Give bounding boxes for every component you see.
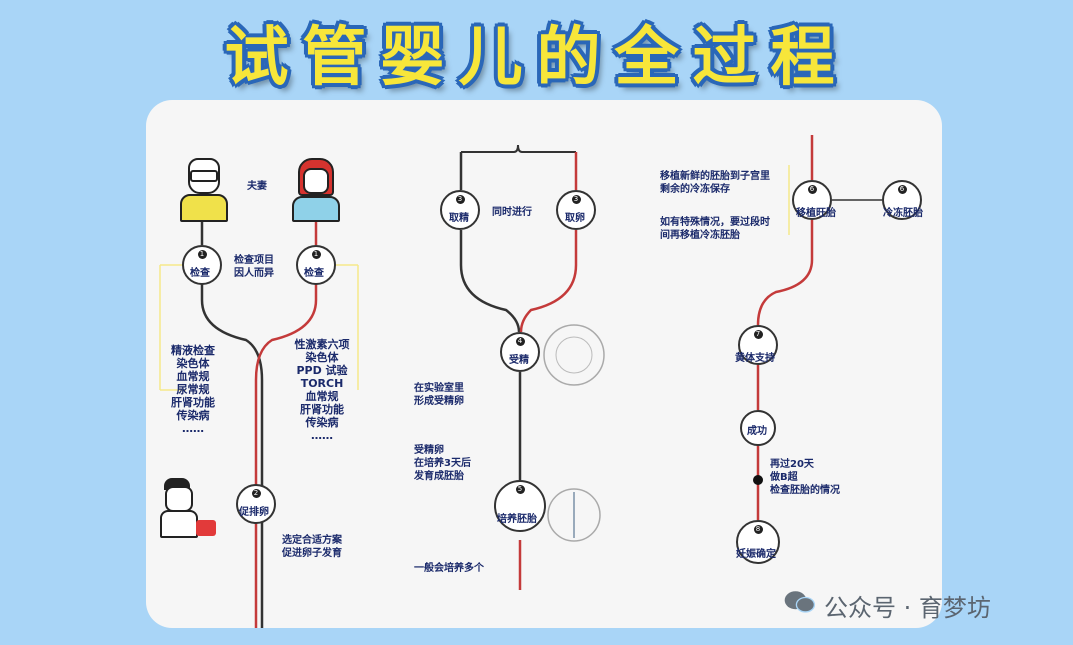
node-freeze: 6: [882, 180, 922, 220]
node-sperm: 3: [440, 190, 480, 230]
lab-text: 在实验室里 形成受精卵: [414, 383, 464, 407]
bscan-text: 再过20天 做B超 检查胚胎的情况: [770, 459, 840, 496]
node-freeze-label: 冷冻胚胎: [883, 208, 923, 219]
simultaneous-text: 同时进行: [492, 207, 532, 218]
node-luteal-label: 黄体支持: [735, 353, 775, 364]
medical-kit-icon: [196, 520, 216, 536]
process-card: 夫妻 1 检查 1 检查 检查项目 因人而异 精液检查 染色体 血常规 尿常规 …: [146, 100, 942, 628]
node-transfer-label: 移植旺胎: [796, 208, 836, 219]
node-egg: 3: [556, 190, 596, 230]
flow-lines: [159, 135, 882, 628]
node-transfer: 6: [792, 180, 832, 220]
node-check-male: 1: [182, 245, 222, 285]
node-success-label: 成功: [747, 426, 767, 437]
node-fertilize-label: 受精: [509, 355, 529, 366]
wechat-icon: [784, 591, 816, 613]
node-egg-label: 取卵: [565, 213, 585, 224]
page-title: 试管婴儿的全过程: [224, 21, 849, 95]
node-sperm-label: 取精: [449, 213, 469, 224]
node-pregnancy: 8: [736, 520, 780, 564]
node-success: [740, 410, 776, 446]
couple-label: 夫妻: [247, 181, 267, 192]
node-fertilize: 4: [500, 332, 540, 372]
node-luteal: 7: [738, 325, 778, 365]
special-text: 如有特殊情况，要过段时 间再移植冷冻胚胎: [660, 217, 770, 241]
node-culture-label: 培养胚胎: [497, 514, 537, 525]
node-check-female: 1: [296, 245, 336, 285]
node-pregnancy-label: 妊娠确定: [736, 549, 776, 560]
node-ovulation: 2: [236, 484, 276, 524]
wife-avatar: [290, 158, 340, 222]
watermark-text: 公众号 · 育梦坊: [824, 594, 991, 622]
male-tests-text: 精液检查 染色体 血常规 尿常规 肝肾功能 传染病 ……: [171, 344, 215, 435]
culture-desc-text: 受精卵 在培养3天后 发育成胚胎: [414, 445, 471, 482]
node-check-female-label: 检查: [304, 268, 324, 279]
transfer-desc-text: 移植新鲜的胚胎到子宫里 剩余的冷冻保存: [660, 171, 770, 195]
node-ovulation-label: 促排卵: [239, 507, 269, 518]
husband-avatar: [178, 158, 228, 222]
doctor-icon: [158, 478, 198, 538]
multiple-text: 一般会培养多个: [414, 563, 484, 574]
plan-text: 选定合适方案 促进卵子发育: [282, 535, 342, 559]
node-culture: 5: [494, 480, 546, 532]
check-items-text: 检查项目 因人而异: [234, 255, 274, 279]
female-tests-text: 性激素六项 染色体 PPD 试验 TORCH 血常规 肝肾功能 传染病 ……: [294, 338, 350, 442]
node-check-male-label: 检查: [190, 268, 210, 279]
